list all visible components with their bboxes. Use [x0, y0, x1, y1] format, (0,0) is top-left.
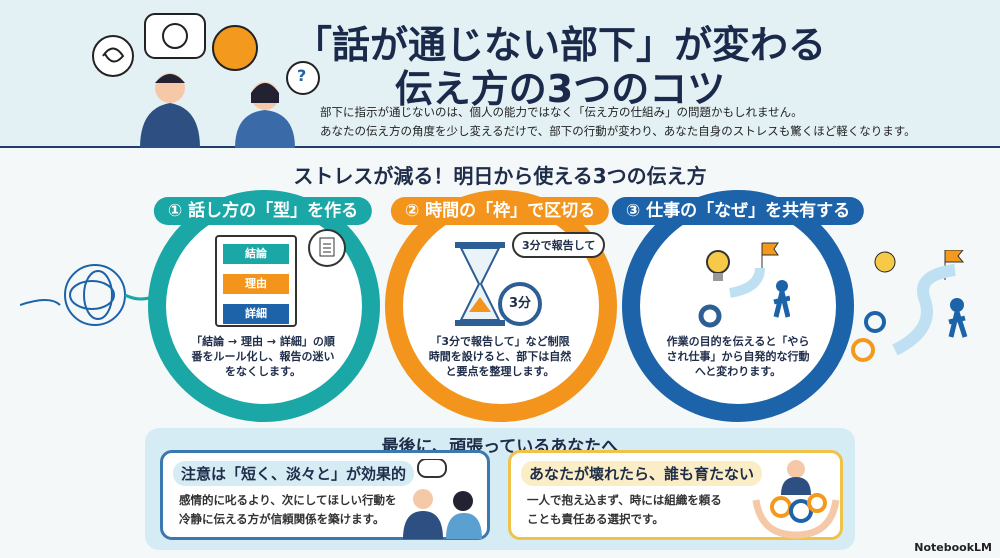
timer-icon: 3分 [498, 282, 542, 326]
supporting-hands-icon [752, 460, 840, 539]
title-line-2: 伝え方の3つのコツ [394, 67, 726, 111]
tip-3-text: 作業の目的を伝えると「やらされ仕事」から自発的な行動へと変わります。 [666, 335, 810, 378]
step-detail: 詳細 [223, 304, 289, 324]
card-1-heading: 注意は「短く、淡々と」が効果的 [173, 461, 415, 486]
closing-card-1: 注意は「短く、淡々と」が効果的 感情的に叱るより、次にしてほしい行動を 冷静に伝… [160, 450, 490, 540]
step-reason: 理由 [223, 274, 289, 294]
tip-2-text: 「3分で報告して」など制限時間を設けると、部下は自然と要点を整理します。 [428, 335, 572, 378]
managers-illustration-icon [92, 13, 320, 148]
report-bubble: 3分で報告して [512, 232, 606, 258]
header-description: 部下に指示が通じないのは、個人の能力ではなく「伝え方の仕組み」の問題かもしれませ… [320, 103, 916, 141]
desc-line-2: あなたの伝え方の角度を少し変えるだけで、部下の行動が変わり、あなた自身のストレス… [320, 124, 916, 138]
section-title: ストレスが減る！明日から使える3つの伝え方 [293, 164, 707, 188]
card-1-line-1: 感情的に叱るより、次にしてほしい行動を [179, 493, 397, 507]
question-mark: ? [297, 66, 307, 85]
closing-card-2: あなたが壊れたら、誰も育たない 一人で抱え込まず、時には組織を頼る ことも責任あ… [508, 450, 843, 540]
document-bubble-icon [308, 229, 346, 267]
closing-panel: 最後に、頑張っているあなたへ 注意は「短く、淡々と」が効果的 感情的に叱るより、… [145, 428, 855, 550]
card-2-line-2: ことも責任ある選択です。 [527, 512, 664, 526]
step-conclusion: 結論 [223, 244, 289, 264]
header: ? 「話が通じない部下」が変わる 伝え方の3つのコツ 部下に指示が通じないのは、… [0, 0, 1000, 148]
card-1-body: 感情的に叱るより、次にしてほしい行動を 冷静に伝える方が信頼関係を築けます。 [179, 491, 396, 529]
conversation-icon [403, 459, 482, 539]
tip-2-label: ② 時間の「枠」で区切る [390, 197, 610, 225]
tip-3-label: ③ 仕事の「なぜ」を共有する [611, 197, 865, 225]
title-line-1: 「話が通じない部下」が変わる [293, 23, 826, 67]
purpose-path-icon [698, 242, 790, 328]
notebooklm-logo: NotebookLM [914, 541, 992, 554]
tip-1-label: ① 話し方の「型」を作る [153, 197, 373, 225]
card-2-heading: あなたが壊れたら、誰も育たない [521, 461, 763, 486]
card-1-line-2: 冷静に伝える方が信頼関係を築けます。 [179, 512, 385, 526]
gears-path-icon [851, 250, 968, 362]
card-2-line-1: 一人で抱え込まず、時には組織を頼る [527, 493, 722, 507]
card-2-body: 一人で抱え込まず、時には組織を頼る ことも責任ある選択です。 [527, 491, 722, 529]
desc-line-1: 部下に指示が通じないのは、個人の能力ではなく「伝え方の仕組み」の問題かもしれませ… [320, 105, 803, 119]
hourglass-icon [455, 242, 505, 326]
tip-1-text: 「結論 → 理由 → 詳細」の順番をルール化し、報告の迷いをなくします。 [191, 335, 335, 378]
